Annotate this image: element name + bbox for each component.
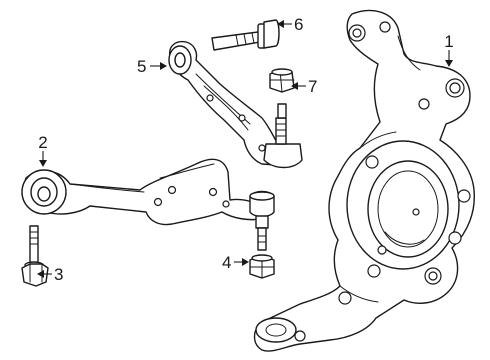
callout-4-label: 4 xyxy=(222,253,231,272)
callout-6-label: 6 xyxy=(294,15,303,34)
lower-ball-joint-nut xyxy=(249,254,275,279)
callout-7: 7 xyxy=(291,77,317,96)
callout-5-label: 5 xyxy=(137,57,146,76)
callout-2: 2 xyxy=(38,133,48,167)
upper-arm-bolt xyxy=(211,19,280,51)
upper-control-arm xyxy=(168,40,303,169)
callout-5: 5 xyxy=(137,57,167,76)
callout-1: 1 xyxy=(444,32,454,67)
callout-3: 3 xyxy=(37,265,63,284)
callout-7-label: 7 xyxy=(308,77,317,96)
callout-2-label: 2 xyxy=(38,133,47,152)
lower-arm-bolt xyxy=(21,225,49,287)
callout-1-label: 1 xyxy=(444,32,453,51)
callout-4: 4 xyxy=(222,253,249,272)
callout-3-label: 3 xyxy=(54,265,63,284)
upper-ball-joint-nut xyxy=(269,68,295,93)
lower-control-arm xyxy=(21,158,275,251)
steering-knuckle xyxy=(253,9,475,352)
callout-6: 6 xyxy=(277,15,303,34)
